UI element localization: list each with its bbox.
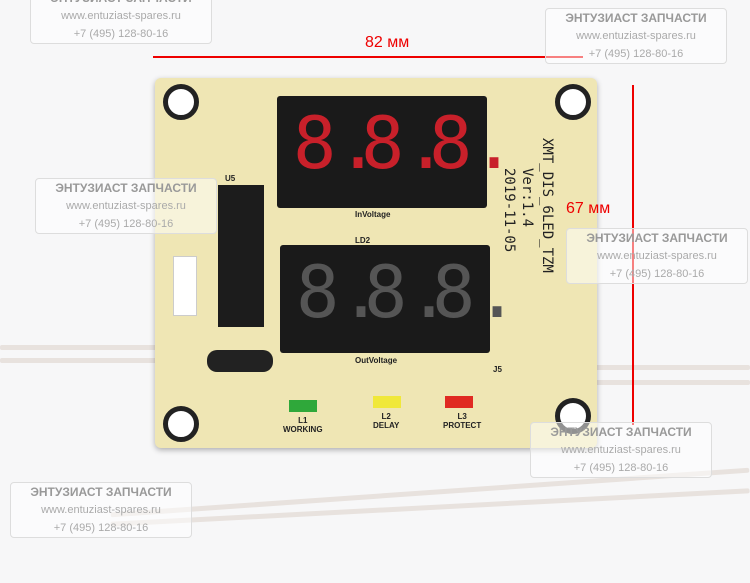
version-label: Ver:1.4 — [519, 168, 535, 228]
watermark-name: ЭНТУЗИАСТ ЗАПЧАСТИ — [586, 231, 728, 245]
watermark-name: ЭНТУЗИАСТ ЗАПЧАСТИ — [550, 425, 692, 439]
top-display: 8. 8. 8. — [277, 96, 516, 208]
pcb-board: 8. 8. 8. InVoltage LD2 8. 8. 8. OutVolta… — [155, 78, 597, 448]
watermark-site: www.entuziast-spares.ru — [66, 200, 186, 212]
led-id: L1 — [298, 416, 308, 425]
watermark-site: www.entuziast-spares.ru — [41, 504, 161, 516]
involtage-label: InVoltage — [355, 210, 391, 219]
watermark-name: ЭНТУЗИАСТ ЗАПЧАСТИ — [31, 0, 211, 7]
led-id: L3 — [457, 412, 467, 421]
led-label: WORKING — [283, 425, 323, 434]
model-label: XMT_DIS_6LED_TZM — [539, 138, 555, 273]
watermark: ЭНТУЗИАСТ ЗАПЧАСТИ www.entuziast-spares.r… — [35, 178, 217, 234]
outvoltage-label: OutVoltage — [355, 356, 398, 365]
watermark-phone: +7 (495) 128-80-16 — [609, 268, 705, 280]
width-dimension-line — [153, 56, 583, 58]
digit: 8. — [429, 101, 516, 185]
ribbon-wire — [0, 358, 160, 363]
height-dimension: 67 мм — [566, 200, 611, 217]
watermark-site: www.entuziast-spares.ru — [597, 250, 717, 262]
watermark-phone: +7 (495) 128-80-16 — [53, 522, 149, 534]
led-protect — [445, 396, 473, 408]
ribbon-wire — [595, 365, 750, 370]
connector-label: J5 — [493, 365, 502, 374]
ribbon-wire — [0, 345, 160, 350]
watermark-phone: +7 (495) 128-80-16 — [573, 462, 669, 474]
capacitor — [207, 350, 273, 372]
led-delay — [373, 396, 401, 408]
digit: 8. — [364, 250, 451, 334]
watermark-site: www.entuziast-spares.ru — [61, 10, 181, 22]
watermark-site: www.entuziast-spares.ru — [561, 444, 681, 456]
watermark-site: www.entuziast-spares.ru — [576, 30, 696, 42]
watermark-phone: +7 (495) 128-80-16 — [78, 218, 174, 230]
watermark: ЭНТУЗИАСТ ЗАПЧАСТИ www.entuziast-spares.r… — [530, 422, 712, 478]
ld-label: LD2 — [355, 236, 371, 245]
connector — [173, 256, 197, 316]
led-label: PROTECT — [443, 421, 482, 430]
watermark-phone: +7 (495) 128-80-16 — [73, 28, 169, 40]
led-label: DELAY — [373, 421, 400, 430]
watermark: ЭНТУЗИАСТ ЗАПЧАСТИ www.entuziast-spares.r… — [545, 8, 727, 64]
bottom-display: 8. 8. 8. — [280, 245, 519, 353]
width-dimension: 82 мм — [365, 34, 410, 51]
digit: 8. — [296, 250, 383, 334]
date-label: 2019-11-05 — [501, 168, 517, 253]
watermark-name: ЭНТУЗИАСТ ЗАПЧАСТИ — [55, 181, 197, 195]
ic-label: U5 — [225, 174, 236, 183]
ribbon-wire — [595, 380, 750, 385]
led-working — [289, 400, 317, 412]
watermark: ЭНТУЗИАСТ ЗАПЧАСТИ www.entuziast-spares.r… — [30, 0, 212, 44]
digit: 8. — [432, 250, 519, 334]
digit: 8. — [361, 101, 448, 185]
led-id: L2 — [381, 412, 391, 421]
mount-hole — [163, 406, 199, 442]
watermark: ЭНТУЗИАСТ ЗАПЧАСТИ www.entuziast-spares.r… — [10, 482, 192, 538]
watermark-name: ЭНТУЗИАСТ ЗАПЧАСТИ — [30, 485, 172, 499]
watermark: ЭНТУЗИАСТ ЗАПЧАСТИ www.entuziast-spares.r… — [566, 228, 748, 284]
mount-hole — [555, 84, 591, 120]
ic-chip — [218, 185, 264, 327]
digit: 8. — [293, 101, 380, 185]
watermark-phone: +7 (495) 128-80-16 — [588, 48, 684, 60]
mount-hole — [163, 84, 199, 120]
watermark-name: ЭНТУЗИАСТ ЗАПЧАСТИ — [565, 11, 707, 25]
